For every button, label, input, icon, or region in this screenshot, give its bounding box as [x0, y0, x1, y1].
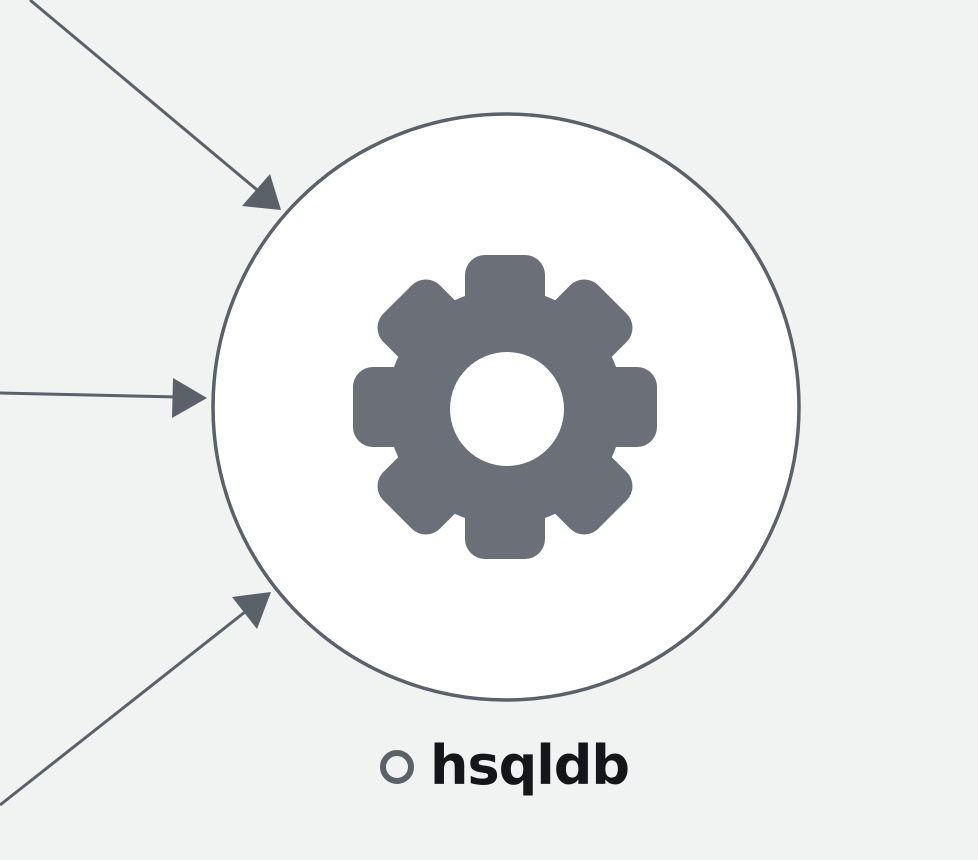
node-label: hsqldb: [380, 728, 630, 804]
gear-icon: [353, 255, 657, 559]
edge-top-left[interactable]: [29, 0, 263, 196]
node-hsqldb[interactable]: [211, 112, 801, 702]
edge-top-left-arrowhead: [242, 174, 281, 210]
edge-bottom-left[interactable]: [0, 606, 251, 807]
node-name[interactable]: hsqldb: [430, 734, 630, 797]
edge-left-arrowhead: [172, 378, 207, 418]
edge-bottom-left-arrowhead: [232, 592, 271, 629]
status-ring-icon: [380, 750, 414, 784]
edges: [0, 0, 281, 807]
edge-left[interactable]: [0, 391, 179, 399]
